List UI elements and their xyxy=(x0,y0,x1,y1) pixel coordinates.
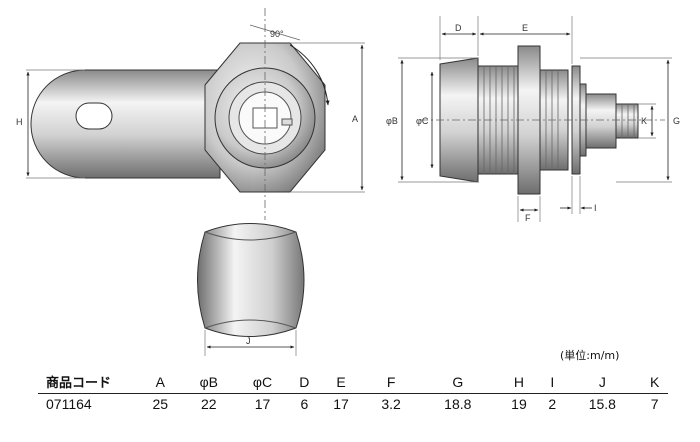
col-header-b: φB xyxy=(182,370,236,394)
dim-label-a: A xyxy=(352,114,358,124)
spec-table: 商品コード A φB φC D E F G H I J K 071164 25 … xyxy=(38,370,668,414)
screw-tip xyxy=(615,103,639,139)
cell-e: 17 xyxy=(333,396,349,412)
col-header-e: E xyxy=(318,370,364,394)
cell-h: 19 xyxy=(511,396,527,412)
dim-label-k: K xyxy=(641,116,647,126)
dim-label-b: φB xyxy=(386,116,398,126)
dim-label-c: φC xyxy=(416,116,429,126)
dim-label-e: E xyxy=(522,23,528,33)
dim-label-f: F xyxy=(525,213,531,223)
spec-header-row: 商品コード A φB φC D E F G H I J K xyxy=(38,370,668,394)
col-header-i: I xyxy=(541,370,564,394)
cell-k: 7 xyxy=(650,396,659,412)
unit-label: (単位:m/m) xyxy=(560,349,620,362)
col-header-c: φC xyxy=(235,370,290,394)
col-header-h: H xyxy=(496,370,542,394)
cell-code: 071164 xyxy=(46,396,92,412)
cell-g: 18.8 xyxy=(444,396,472,412)
cam-plate xyxy=(30,69,221,179)
cam-slot xyxy=(75,102,113,130)
dim-label-d: D xyxy=(455,23,462,33)
col-header-d: D xyxy=(289,370,319,394)
cell-i: 2 xyxy=(548,396,557,412)
col-header-j: J xyxy=(563,370,642,394)
col-header-a: A xyxy=(138,370,183,394)
col-header-g: G xyxy=(418,370,497,394)
cell-d: 6 xyxy=(300,396,309,412)
dim-label-h: H xyxy=(16,117,23,127)
col-header-f: F xyxy=(363,370,419,394)
rotation-arrow xyxy=(289,44,330,106)
screw-nut xyxy=(585,93,617,149)
dim-label-g: G xyxy=(673,116,680,126)
cell-f: 3.2 xyxy=(381,396,401,412)
cell-j: 15.8 xyxy=(588,396,616,412)
dim-label-j: J xyxy=(246,336,251,346)
key-notch xyxy=(281,118,293,126)
cell-a: 25 xyxy=(152,396,169,412)
col-header-code: 商品コード xyxy=(38,370,138,394)
cell-b: 22 xyxy=(200,396,217,412)
cam-barrel-view: J xyxy=(197,223,305,356)
col-header-k: K xyxy=(641,370,668,394)
table-row: 071164 25 22 17 6 17 3.2 18.8 19 2 15.8 … xyxy=(38,394,668,415)
angle-label: 90° xyxy=(270,29,284,39)
dim-label-i: I xyxy=(594,203,597,213)
front-view: 90° H A xyxy=(16,8,365,220)
side-view: D E φB φC G K F I xyxy=(386,16,680,223)
cell-c: 17 xyxy=(254,396,271,412)
